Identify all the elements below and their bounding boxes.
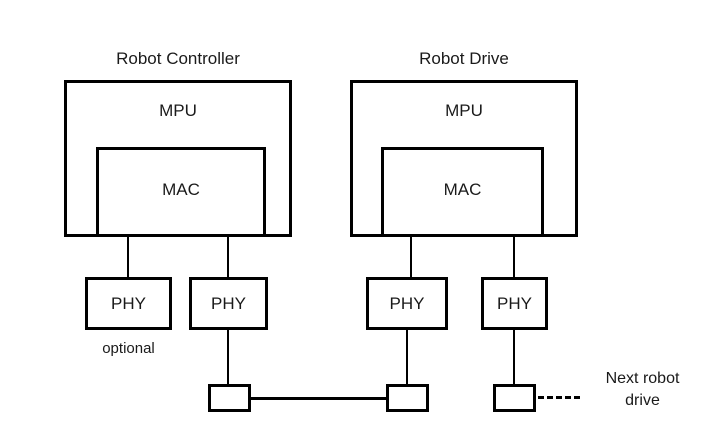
- connector-box-drive-in: [386, 384, 429, 412]
- next-robot-drive-label: Next robot drive: [575, 368, 710, 411]
- mac-box-robot-controller: [96, 147, 266, 237]
- phy-label-drive-downstream: PHY: [497, 294, 532, 313]
- phy-label-controller-optional: PHY: [111, 294, 146, 313]
- link-phy-to-connector-2: [406, 330, 408, 386]
- phy-label-controller-main: PHY: [211, 294, 246, 313]
- link-phy-to-connector-3: [513, 330, 515, 386]
- optional-note: optional: [102, 340, 155, 357]
- phy-label-drive-upstream: PHY: [389, 294, 425, 313]
- title-robot-controller: Robot Controller: [116, 49, 240, 68]
- mpu-label-robot-controller: MPU: [159, 101, 197, 120]
- bus-line-controller-to-drive: [249, 397, 388, 400]
- link-mac-to-phy-left-drive: [410, 236, 412, 278]
- phy-box-controller-main: [189, 277, 268, 330]
- phy-box-drive-upstream: [366, 277, 448, 330]
- link-mac-to-phy-right-drive: [513, 236, 515, 278]
- mac-label-robot-drive: MAC: [443, 180, 482, 199]
- next-robot-drive-line1: Next robot: [605, 370, 680, 387]
- phy-box-controller-optional: [85, 277, 172, 330]
- next-robot-drive-line2: drive: [625, 391, 660, 409]
- mpu-label-robot-drive: MPU: [445, 101, 483, 120]
- connector-box-drive-out: [493, 384, 536, 412]
- mac-label-robot-controller: MAC: [162, 180, 200, 199]
- title-robot-drive: Robot Drive: [419, 49, 509, 68]
- link-phy-to-connector-1: [227, 330, 229, 386]
- connector-box-controller: [208, 384, 251, 412]
- phy-box-drive-downstream: [481, 277, 548, 330]
- link-mac-to-phy-left-controller: [127, 236, 129, 278]
- link-mac-to-phy-right-controller: [227, 236, 229, 278]
- dashed-link-next-robot-drive: [538, 396, 580, 399]
- mac-box-robot-drive: [381, 147, 544, 237]
